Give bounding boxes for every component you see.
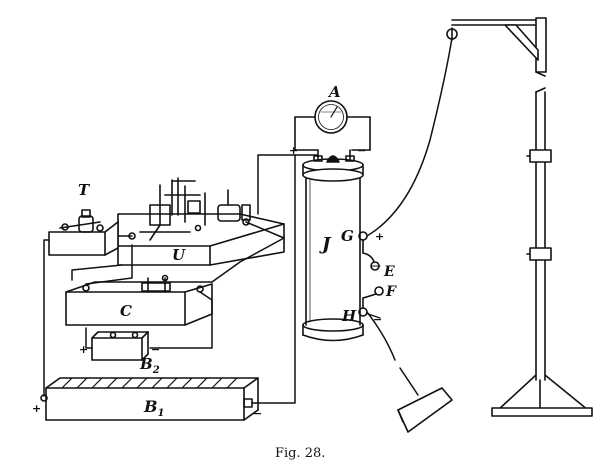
key-t: [48, 209, 119, 256]
commutator-c: [65, 274, 213, 326]
minus-sign-galvanometer: −: [357, 144, 366, 157]
induction-coil-j: [302, 149, 384, 342]
minus-sign-h: −: [373, 313, 382, 326]
circuit-wires: [43, 154, 319, 404]
ground-plate: [397, 387, 453, 433]
figure-caption: Fig. 28.: [275, 446, 325, 461]
label-j: J: [319, 234, 332, 255]
label-c: C: [120, 302, 132, 320]
label-u: U: [172, 246, 186, 264]
battery-b1: [40, 377, 259, 421]
minus-sign-b2: −: [151, 343, 160, 356]
label-e: E: [383, 264, 395, 280]
label-f: F: [385, 284, 397, 300]
label-b2: B2: [139, 355, 160, 376]
label-a: A: [327, 83, 341, 101]
battery-b2: [91, 331, 149, 361]
plus-sign-galvanometer: +: [289, 144, 298, 157]
minus-sign-b1: −: [253, 407, 262, 420]
plus-sign-b1: +: [32, 402, 41, 415]
label-t: T: [78, 181, 91, 199]
secondary-leads: [366, 37, 453, 396]
label-g: G: [341, 227, 354, 245]
label-h: H: [341, 307, 357, 325]
label-b1: B1: [143, 397, 165, 419]
plus-sign-g: +: [375, 230, 384, 243]
galvanometer-a: [294, 100, 371, 151]
plus-sign-b2: +: [79, 343, 88, 356]
suspension-stand: [446, 17, 593, 417]
